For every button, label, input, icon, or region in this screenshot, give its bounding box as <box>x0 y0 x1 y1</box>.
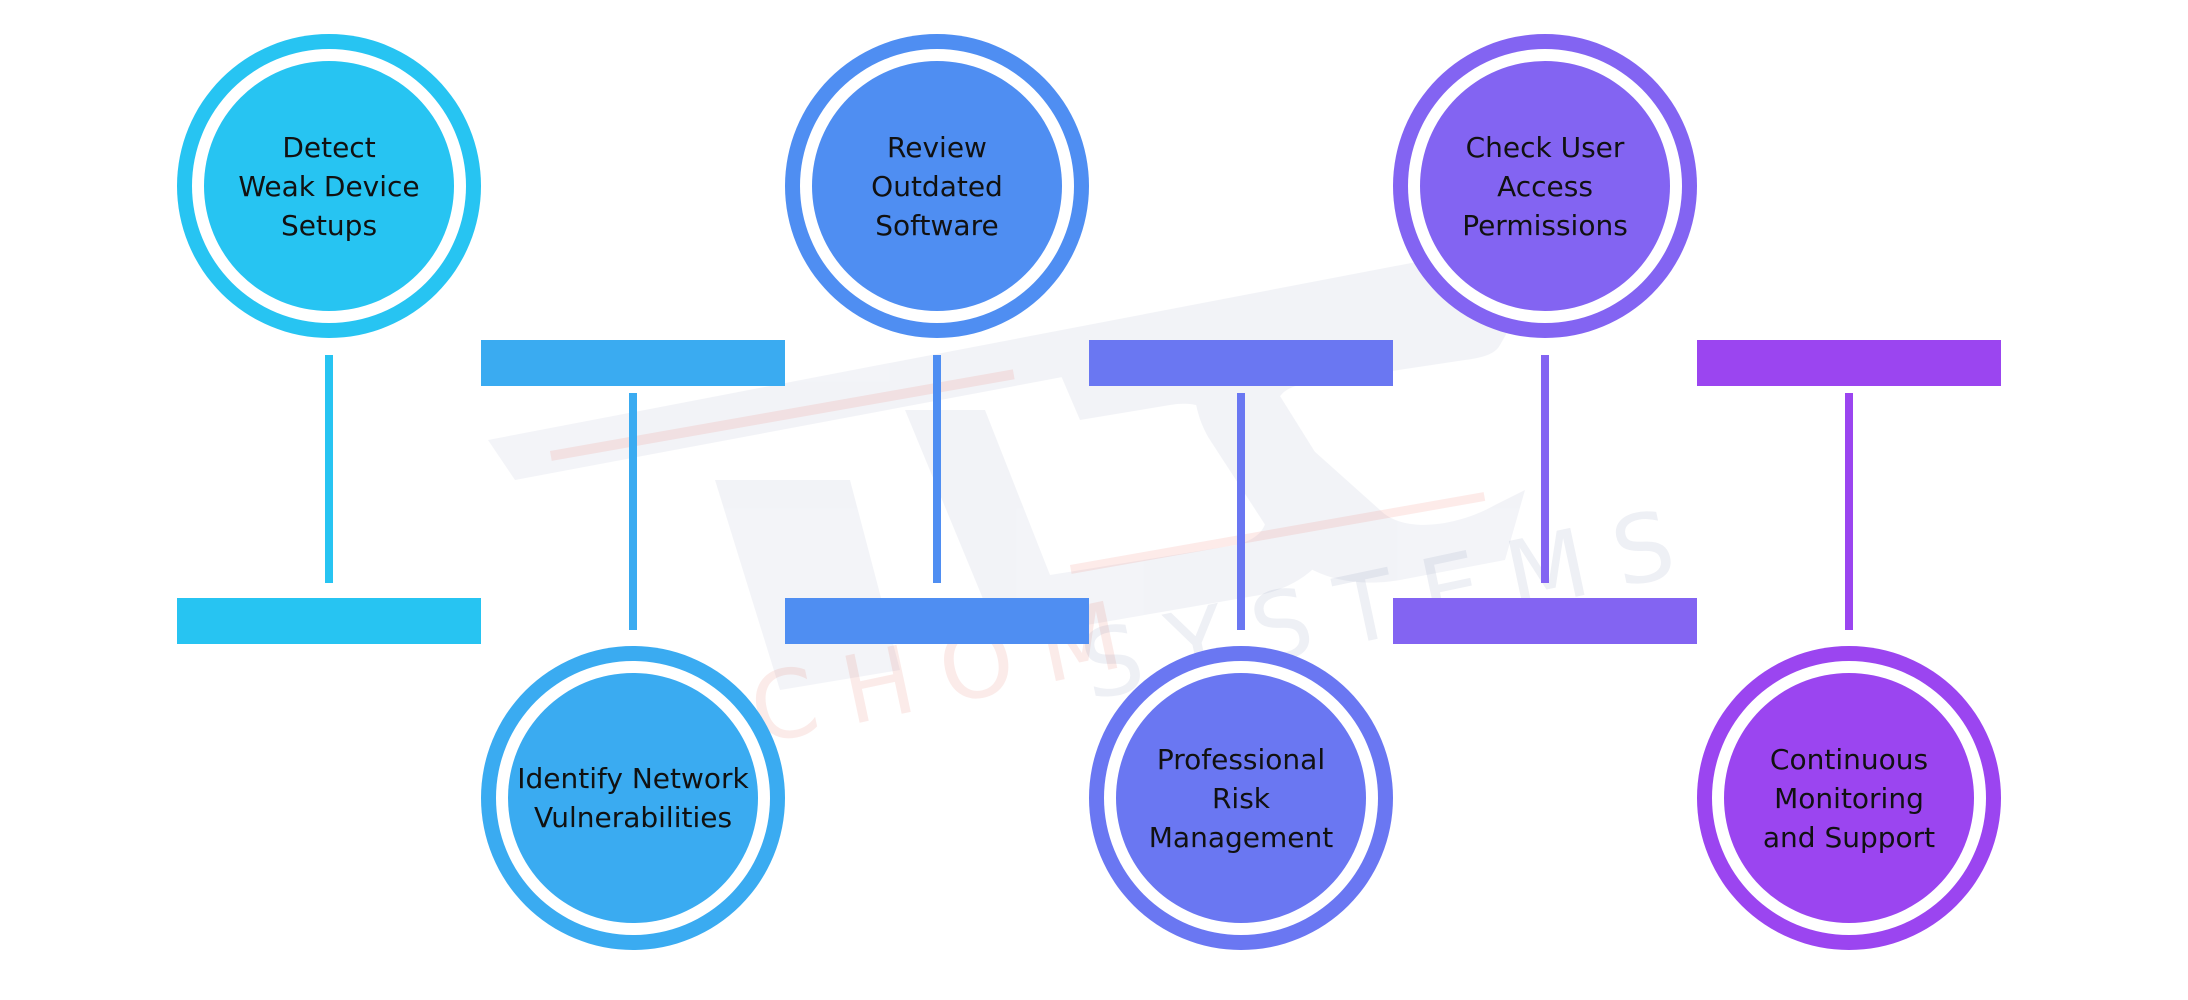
step-circle-core: Detect Weak Device Setups <box>204 61 454 311</box>
step-label: Review Outdated Software <box>871 130 1003 242</box>
step-connector <box>933 355 941 583</box>
step-circle-core: Continuous Monitoring and Support <box>1724 673 1974 923</box>
step-circle: Check User Access Permissions <box>1393 34 1697 338</box>
step-circle-ring: Review Outdated Software <box>800 49 1074 323</box>
step-connector <box>325 355 333 583</box>
step-circle: Detect Weak Device Setups <box>177 34 481 338</box>
step-connector <box>1845 393 1853 630</box>
step-label: Detect Weak Device Setups <box>238 130 420 242</box>
step-bar <box>1697 340 2001 386</box>
step-circle-ring: Professional Risk Management <box>1104 661 1378 935</box>
step-circle: Continuous Monitoring and Support <box>1697 646 2001 950</box>
step-circle: Identify Network Vulnerabilities <box>481 646 785 950</box>
step-bar <box>1393 598 1697 644</box>
step-bar <box>1089 340 1393 386</box>
step-bar <box>785 598 1089 644</box>
step-label: Check User Access Permissions <box>1462 130 1628 242</box>
step-bar <box>481 340 785 386</box>
step-label: Professional Risk Management <box>1148 742 1334 854</box>
step-connector <box>629 393 637 630</box>
step-circle-core: Check User Access Permissions <box>1420 61 1670 311</box>
step-circle-ring: Detect Weak Device Setups <box>192 49 466 323</box>
step-circle-ring: Check User Access Permissions <box>1408 49 1682 323</box>
step-label: Continuous Monitoring and Support <box>1762 742 1936 854</box>
step-circle-core: Identify Network Vulnerabilities <box>508 673 758 923</box>
step-circle: Review Outdated Software <box>785 34 1089 338</box>
step-circle: Professional Risk Management <box>1089 646 1393 950</box>
step-connector <box>1237 393 1245 630</box>
step-circle-ring: Identify Network Vulnerabilities <box>496 661 770 935</box>
step-circle-ring: Continuous Monitoring and Support <box>1712 661 1986 935</box>
step-label: Identify Network Vulnerabilities <box>517 762 749 834</box>
step-connector <box>1541 355 1549 583</box>
step-circle-core: Review Outdated Software <box>812 61 1062 311</box>
step-circle-core: Professional Risk Management <box>1116 673 1366 923</box>
step-bar <box>177 598 481 644</box>
